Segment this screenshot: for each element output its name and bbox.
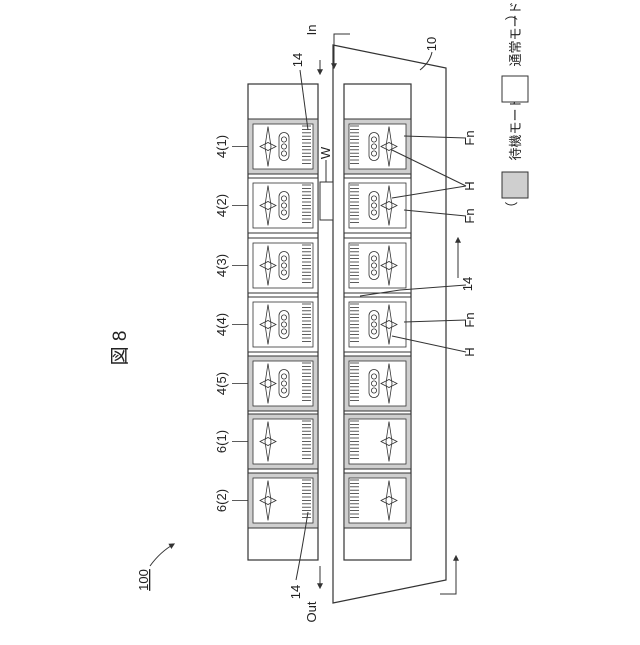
- fan-leader-2: [404, 210, 466, 216]
- upper-zone-7: [248, 473, 318, 528]
- heater-coil-icon: [279, 370, 289, 398]
- zone-label: 6(2): [214, 489, 229, 512]
- zone-label-row: 4(1) 4(2) 4(3) 4(4) 4(5) 6(1) 6(2): [214, 135, 248, 512]
- zone-label: 4(5): [214, 372, 229, 395]
- zone-label: 4(1): [214, 135, 229, 158]
- zone-label: 6(1): [214, 430, 229, 453]
- figure-title: 図 8: [110, 331, 131, 366]
- workpiece: [320, 182, 333, 220]
- legend: （ 待機モード ； 通常モード ）: [502, 1, 528, 214]
- legend-close-paren: ）: [504, 7, 519, 20]
- heater-coil-icon: [279, 192, 289, 220]
- lower-zone-4: [344, 297, 411, 352]
- lower-zone-3: [344, 238, 411, 293]
- upper-zone-6: [248, 414, 318, 469]
- lower-zone-2: [344, 178, 411, 233]
- upper-zone-2: [248, 178, 318, 233]
- upper-zone-5: [248, 356, 318, 411]
- lower-zone-5: [344, 356, 411, 411]
- legend-open-paren: （: [504, 201, 519, 214]
- heater-coil-icon: [279, 252, 289, 280]
- inlet-arrow: [334, 34, 350, 68]
- heater-bank-label-bottom: 14: [288, 585, 303, 599]
- heater-bank-label-top: 14: [290, 53, 305, 67]
- fan-leader-3: [404, 320, 466, 322]
- zone-label: 4(2): [214, 194, 229, 217]
- inlet-label: In: [304, 25, 319, 36]
- heater-coil-icon: [369, 192, 379, 220]
- heater-coil-icon: [369, 311, 379, 339]
- upper-zone-4: [248, 297, 318, 352]
- conveyor-label: 10: [424, 37, 439, 51]
- legend-normal-swatch: [502, 76, 528, 102]
- lower-zone-1: [344, 119, 411, 174]
- heater-coil-icon: [369, 252, 379, 280]
- workpiece-label: W: [318, 146, 333, 159]
- reference-numeral: 100: [136, 569, 151, 591]
- lower-zone-7: [344, 473, 411, 528]
- conveyor-leader: [420, 52, 432, 70]
- lower-zone-6: [344, 414, 411, 469]
- outlet-label: Out: [304, 601, 319, 622]
- heater-coil-icon: [279, 311, 289, 339]
- zone-label: 4(4): [214, 313, 229, 336]
- heater-coil-icon: [369, 370, 379, 398]
- zone-label: 4(3): [214, 254, 229, 277]
- fan-leader-1: [404, 136, 466, 138]
- heater-coil-icon: [369, 133, 379, 161]
- upper-zone-row: [248, 119, 318, 528]
- reference-leader: [150, 544, 174, 566]
- outlet-return-arrow: [440, 556, 456, 594]
- heater-bank-label-mid: 14: [460, 277, 475, 291]
- legend-standby-label: 待機モード: [508, 95, 523, 160]
- legend-standby-swatch: [502, 172, 528, 198]
- heater-coil-icon: [279, 133, 289, 161]
- upper-zone-3: [248, 238, 318, 293]
- lower-zone-row: [344, 119, 411, 528]
